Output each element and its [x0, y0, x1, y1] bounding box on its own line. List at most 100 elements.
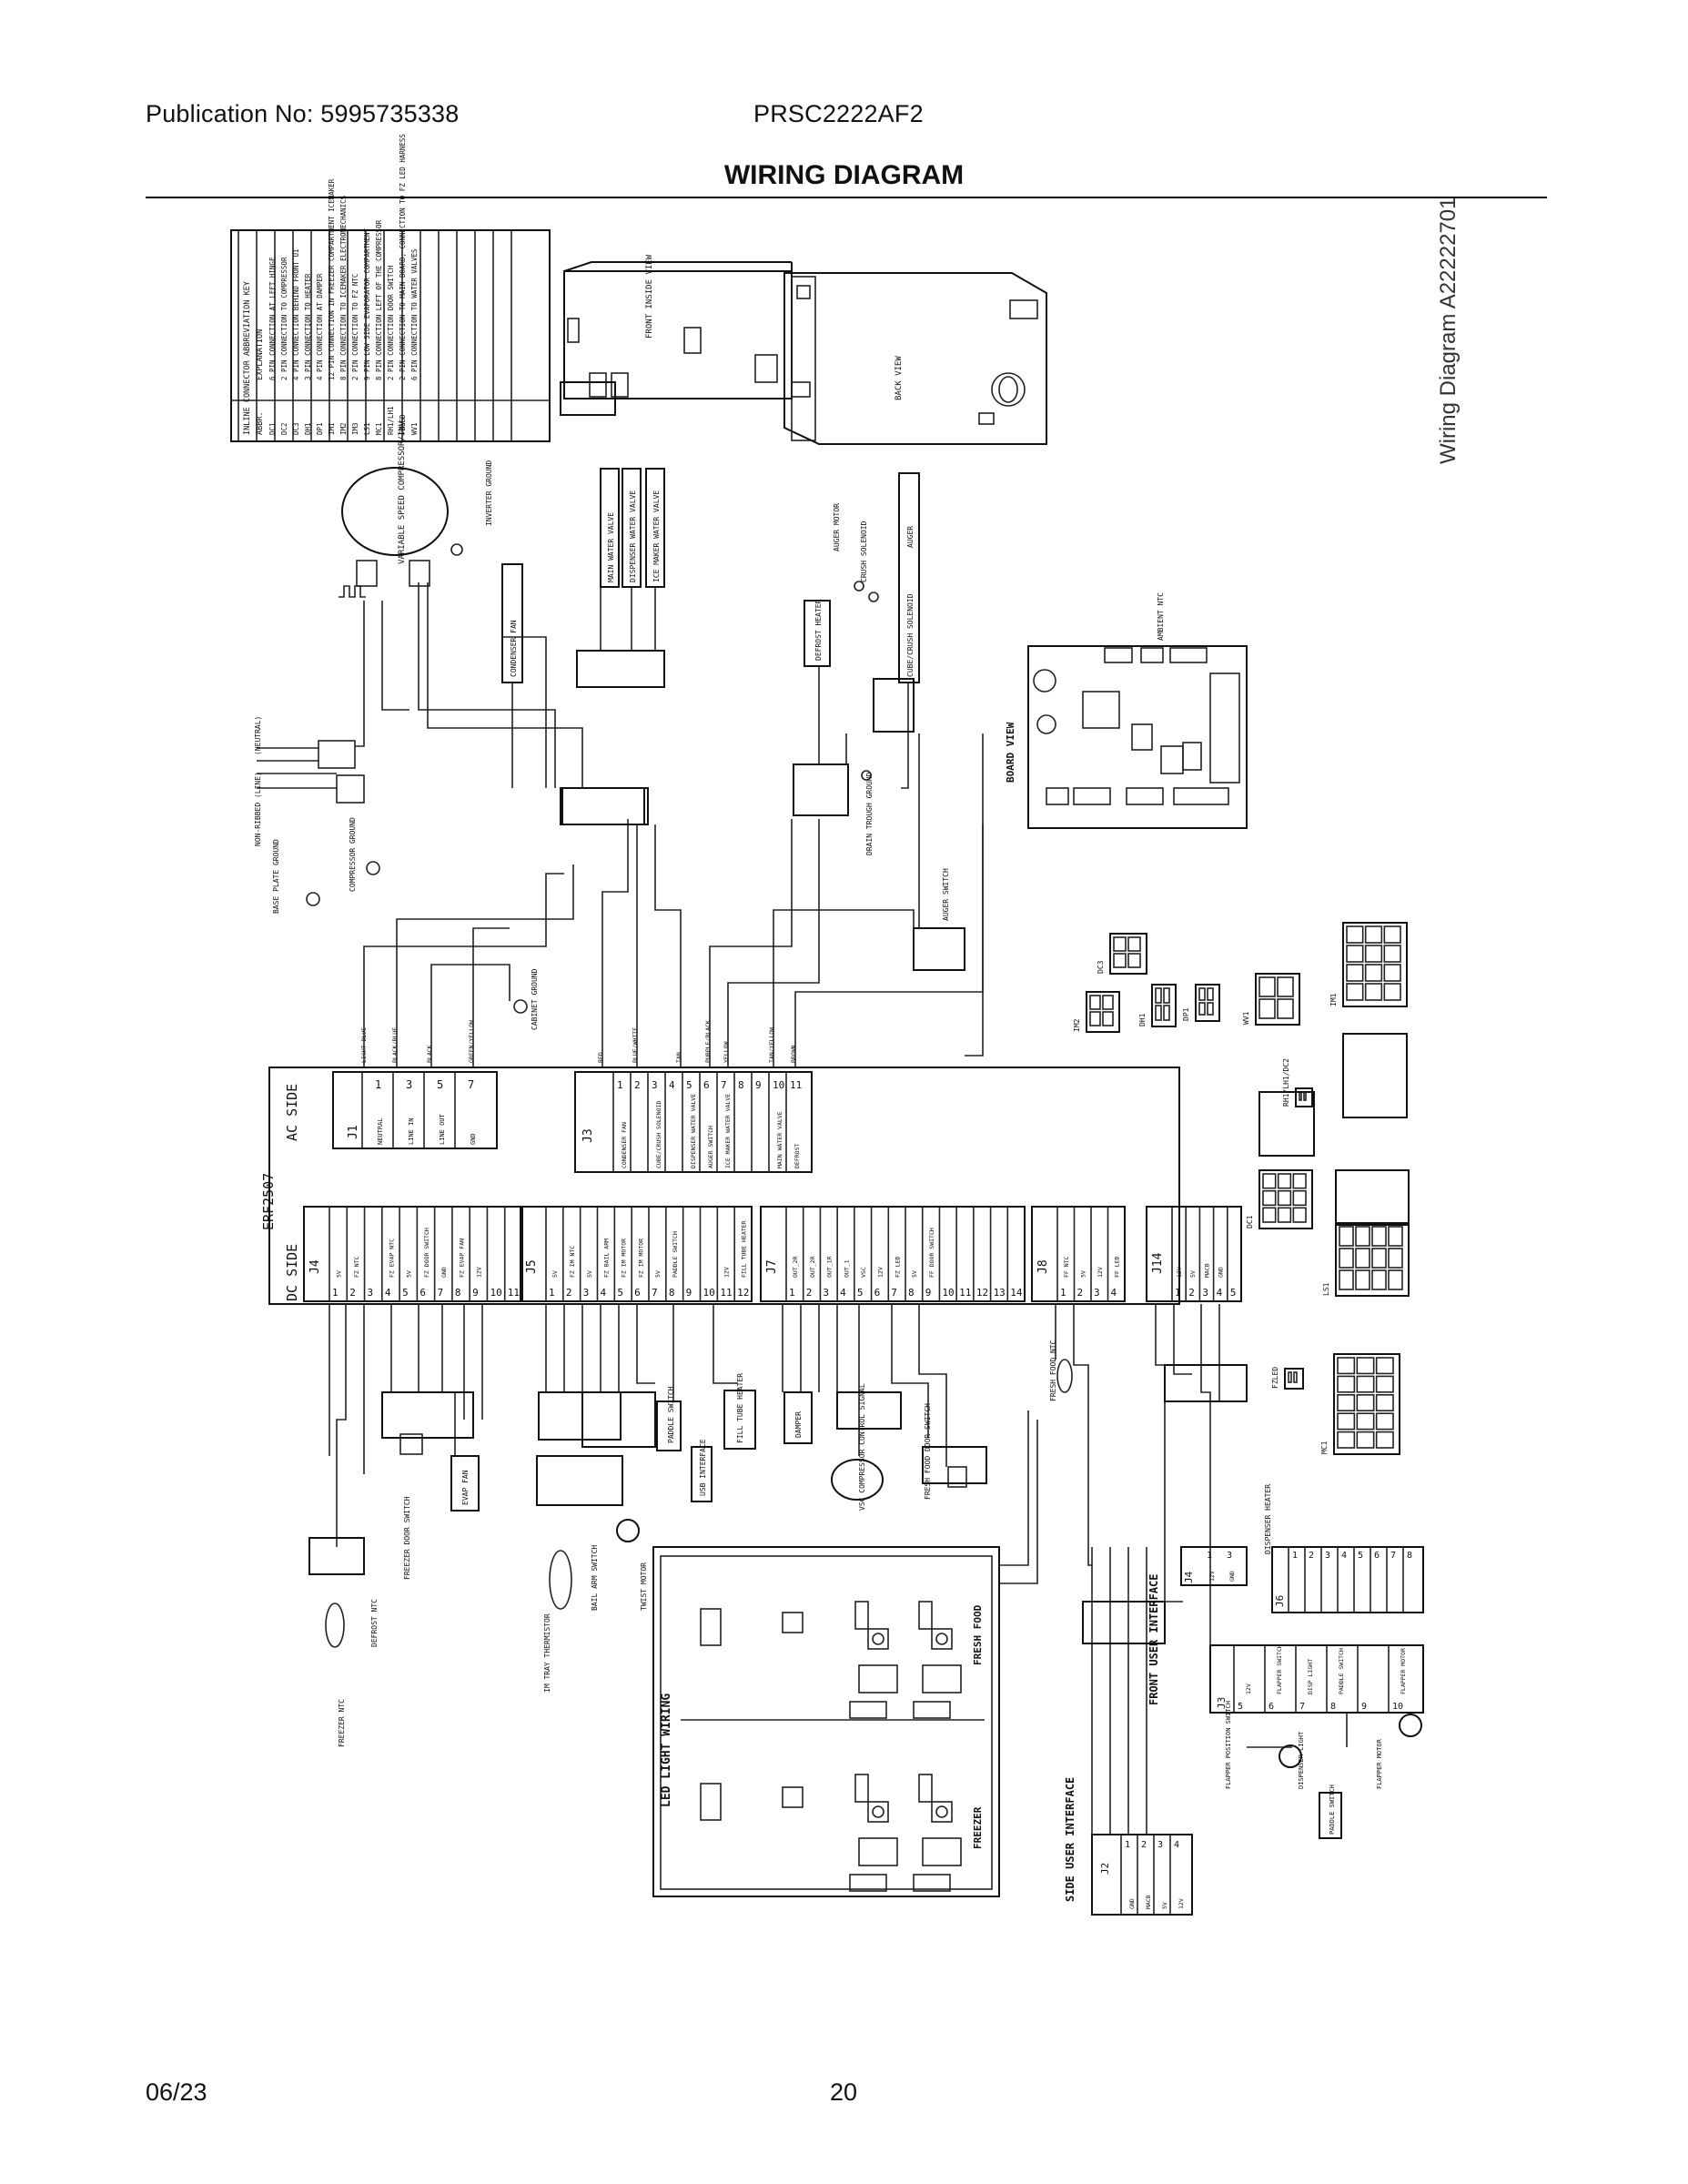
- j4-pin: 4: [385, 1287, 391, 1299]
- twist-motor-label: TWIST MOTOR: [640, 1562, 648, 1611]
- j4-pin: 1: [332, 1287, 339, 1299]
- wire-color-label: GREEN/YELLOW: [468, 1020, 475, 1063]
- freezer-ntc-label: FREEZER NTC: [338, 1699, 346, 1747]
- j5-pin-label: 5V: [654, 1270, 662, 1278]
- connector-outline: [1195, 984, 1220, 1022]
- ff-ntc-label: FRESH FOOD NTC: [1049, 1340, 1057, 1401]
- j3-pin-label: CONDENSER FAN: [621, 1122, 628, 1168]
- auger-motor-label: AUGER MOTOR: [833, 503, 841, 551]
- j3-pin-label: DEFROST: [793, 1144, 801, 1168]
- dispenser-valve-label: DISPENSER WATER VALVE: [629, 490, 637, 582]
- j14-pin-label: MACB: [1203, 1263, 1210, 1278]
- footer-date: 06/23: [146, 2078, 207, 2106]
- j7-pin: 1: [789, 1287, 795, 1299]
- j3-pin: 11: [790, 1079, 802, 1091]
- j8-pin: 3: [1094, 1287, 1100, 1299]
- diagram-id: Wiring Diagram A22222701: [1436, 197, 1461, 465]
- ui-j6-pin: 2: [1309, 1551, 1314, 1561]
- connector-label: RH1/LH1/DC2: [1282, 1058, 1290, 1107]
- j5-pin: 9: [686, 1287, 692, 1299]
- j1-pin: 5: [437, 1078, 443, 1091]
- j3-pin: 7: [721, 1079, 727, 1091]
- water-valves: MAIN WATER VALVE DISPENSER WATER VALVE I…: [501, 468, 665, 825]
- ui-j3-pin-label: DISP LIGHT: [1307, 1659, 1314, 1694]
- freezer-label: FREEZER: [972, 1806, 984, 1849]
- j8-pin-label: FF NTC: [1063, 1256, 1070, 1278]
- j1-pin-label: LINE IN: [408, 1117, 415, 1145]
- ui-j3-label: J3: [1216, 1697, 1228, 1709]
- ice-valve-label: ICE MAKER WATER VALVE: [652, 490, 661, 582]
- connector-label: IM1: [1329, 993, 1338, 1006]
- j8-header-label: J8: [1036, 1259, 1050, 1274]
- j7-pin: 9: [925, 1287, 932, 1299]
- fresh-food-label: FRESH FOOD: [972, 1604, 984, 1665]
- side-j2-pin-label: 5V: [1161, 1902, 1168, 1909]
- abbr-head-explanation: EXPLANATION: [256, 329, 265, 380]
- ui-j3-pin: 10: [1392, 1702, 1403, 1712]
- back-view: BACK VIEW: [783, 272, 1047, 445]
- j4-pin: 2: [349, 1287, 356, 1299]
- base-ground-label: BASE PLATE GROUND: [272, 839, 280, 914]
- connector-outline: [1255, 973, 1300, 1026]
- abbr-code: IM2: [339, 422, 348, 435]
- bail-arm-label: BAIL ARM SWITCH: [591, 1545, 599, 1611]
- side-j2-pin-label: 12V: [1178, 1898, 1185, 1909]
- side-j2-pin: 3: [1157, 1840, 1163, 1850]
- paddle-switch-label: PADDLE SWITCH: [667, 1386, 675, 1443]
- board-name: ERF2507: [260, 1173, 277, 1230]
- ui-j3-pin: 5: [1238, 1702, 1243, 1712]
- j5-pin: 5: [617, 1287, 623, 1299]
- j5-pin: 10: [703, 1287, 715, 1299]
- compressor-label: VARIABLE SPEED COMPRESSOR/INV.: [398, 416, 407, 564]
- j14-pin: 5: [1230, 1287, 1237, 1299]
- fill-tube-label: FILL TUBE HEATER: [736, 1373, 744, 1443]
- crush-solenoid-label: CRUSH SOLENOID: [860, 521, 868, 582]
- ui-j6-pin: 8: [1407, 1551, 1412, 1561]
- j5-header-label: J5: [525, 1259, 539, 1274]
- j8-pin-label: FF LED: [1114, 1256, 1121, 1278]
- ui-j6-label: J6: [1274, 1595, 1286, 1607]
- j7-pin-label: 5V: [911, 1270, 918, 1278]
- ui-j4-label: J4: [1183, 1571, 1195, 1583]
- j5-pin: 6: [634, 1287, 641, 1299]
- wire-color-label: BLUE/WHITE: [632, 1027, 639, 1063]
- j4-pin-label: 5V: [336, 1270, 343, 1278]
- j5-pin: 8: [669, 1287, 675, 1299]
- j5-pin-label: FZ BAIL ARM: [603, 1239, 611, 1278]
- j3-pin-label: AUGER SWITCH: [707, 1126, 714, 1168]
- back-view-label: BACK VIEW: [895, 356, 904, 400]
- ui-j3-pin-label: FLAPPER MOTOR: [1400, 1648, 1407, 1694]
- side-j2-pin: 1: [1125, 1840, 1130, 1850]
- connector-label: DC1: [1246, 1215, 1254, 1228]
- front-inside-view: FRONT INSIDE VIEW: [563, 254, 793, 399]
- ui-j3-pin: 6: [1269, 1702, 1274, 1712]
- j7-pin-label: OUT_1R: [826, 1256, 834, 1278]
- wire-color-label: BLACK: [426, 1045, 433, 1063]
- j1-pin: 3: [406, 1078, 412, 1091]
- front-view-label: FRONT INSIDE VIEW: [645, 254, 654, 339]
- j7-pin: 14: [1010, 1287, 1023, 1299]
- j14-pin: 1: [1175, 1287, 1181, 1299]
- j7-pin-label: FF DOOR SWITCH: [928, 1228, 935, 1278]
- j5-pin: 1: [549, 1287, 555, 1299]
- abbr-explanation: 2 PIN CONNECTION TO FZ NTC: [351, 274, 359, 380]
- j4-pin: 9: [472, 1287, 479, 1299]
- j5-pin-label: FZ IM MOTOR: [637, 1239, 644, 1278]
- wire-color-label: RED: [597, 1052, 604, 1063]
- j4-pin: 10: [490, 1287, 501, 1299]
- connector-outline: [1284, 1368, 1304, 1390]
- evap-fan-label: EVAP FAN: [461, 1470, 470, 1505]
- j4-pin-label: 12V: [476, 1267, 483, 1278]
- auger-label: AUGER: [906, 526, 915, 548]
- connector-label: MC1: [1320, 1441, 1329, 1454]
- j7-pin-label: FZ LED: [894, 1256, 901, 1278]
- j7-pin: 8: [908, 1287, 915, 1299]
- abbr-code: IM1: [328, 422, 336, 435]
- compressor-ground-label: COMPRESSOR GROUND: [349, 817, 357, 892]
- connector-outline: [1295, 1087, 1313, 1107]
- j5-pin: 11: [720, 1287, 732, 1299]
- connector-label: LS1: [1322, 1282, 1330, 1296]
- j3-pin: 3: [652, 1079, 658, 1091]
- j3-pin: 6: [703, 1079, 710, 1091]
